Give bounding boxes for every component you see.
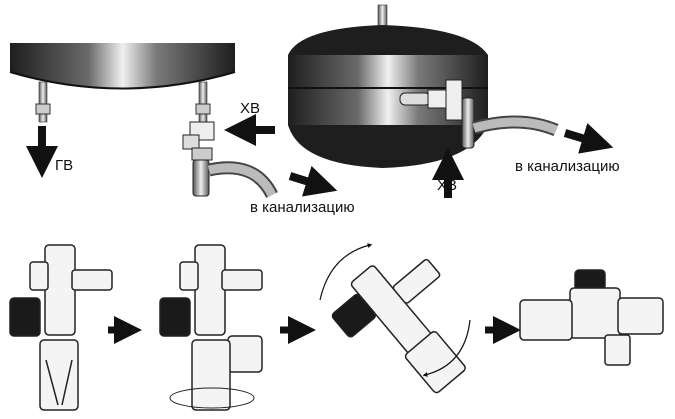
rotation-arrow-icon	[169, 387, 255, 409]
cold-water-pipe	[198, 81, 208, 123]
left-drain-label: в канализацию	[250, 199, 355, 216]
valve-step-3	[331, 258, 466, 394]
right-drain-arrow-icon	[563, 123, 614, 154]
right-drain-label: в канализацию	[515, 158, 620, 175]
hot-water-label: ГВ	[55, 157, 73, 174]
valve-step-1	[9, 244, 113, 411]
rotation-arrow-icon	[319, 243, 373, 301]
top-nipple	[377, 4, 388, 28]
right-cold-water-label: ХВ	[437, 177, 457, 194]
drain-siphon	[192, 159, 210, 197]
left-cold-water-label: ХВ	[240, 100, 260, 117]
left-safety-valve	[182, 121, 278, 199]
right-safety-valve	[399, 79, 559, 149]
valve-step-2	[159, 244, 263, 411]
left-water-heater	[9, 43, 236, 123]
left-drain-arrow-icon	[288, 165, 338, 197]
valve-step-4	[519, 269, 664, 366]
hot-water-pipe	[38, 81, 48, 123]
drain-siphon	[461, 97, 475, 149]
rotation-arrow-icon	[422, 319, 471, 377]
